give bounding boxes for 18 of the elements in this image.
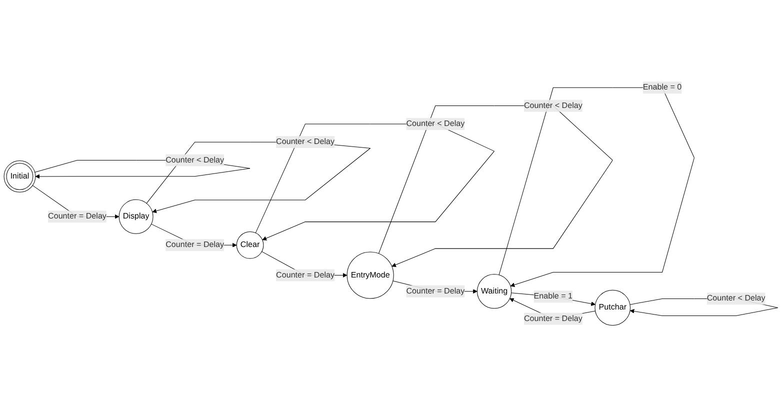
edge-label: Counter = Delay (48, 212, 106, 221)
node-circle: Putchar (594, 290, 631, 326)
edge-label: Enable = 1 (534, 292, 573, 301)
node-circle: Display (118, 199, 154, 234)
edge-label: Counter = Delay (406, 286, 465, 296)
edge-label: Counter < Delay (524, 101, 582, 110)
edge-label: Counter = Delay (276, 270, 334, 280)
edge-label: Counter < Delay (166, 156, 224, 164)
edge-label: Counter = Delay (166, 240, 224, 250)
edge-label: Counter = Delay (524, 314, 582, 323)
node-circle: Clear (236, 231, 264, 259)
edge-label: Enable = 0 (642, 83, 682, 92)
node-circle: EntryMode (346, 252, 394, 299)
edge-label: Counter < Delay (706, 294, 766, 303)
edge-label: Counter < Delay (406, 119, 465, 128)
node-circle: Waiting (476, 274, 512, 309)
node-circle: Initial (4, 160, 36, 192)
edge-label: Counter < Delay (276, 138, 334, 146)
